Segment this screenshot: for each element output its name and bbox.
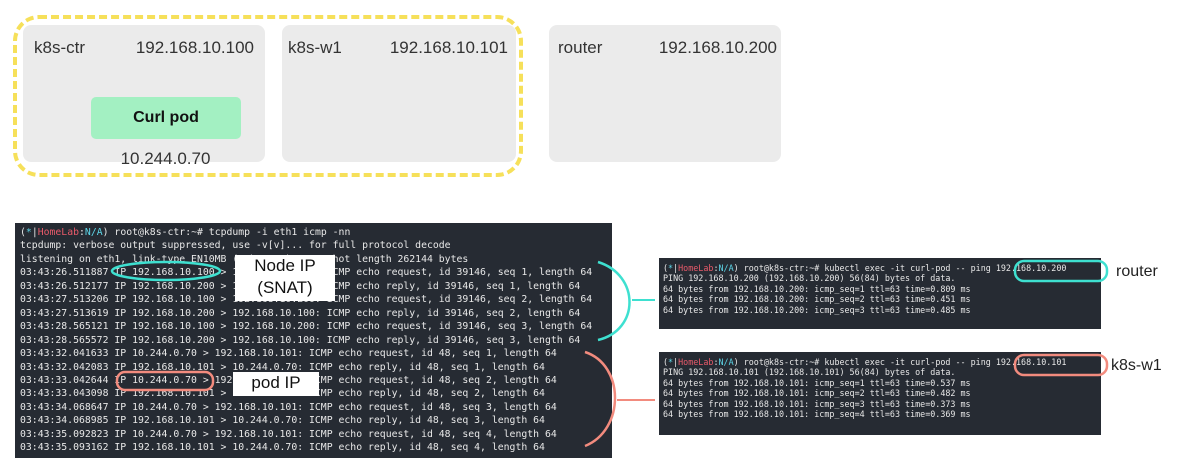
pod-label: Curl pod xyxy=(133,109,199,126)
prompt-namespace: N/A xyxy=(84,227,103,238)
w1-ping-terminal: (*|HomeLab:N/A) root@k8s-ctr:~# kubectl … xyxy=(659,352,1101,435)
terminal-line: 03:43:28.565121 IP 192.168.10.100 > 192.… xyxy=(20,321,593,333)
node-name: router xyxy=(558,38,603,57)
terminal-line: 03:43:35.093162 IP 192.168.10.101 > 10.2… xyxy=(20,442,545,454)
terminal-line: 03:43:32.041633 IP 10.244.0.70 > 192.168… xyxy=(20,348,557,360)
terminal-prompt: (*|HomeLab:N/A) root@k8s-ctr:~# tcpdump … xyxy=(20,227,351,238)
prompt-command: root@k8s-ctr:~# tcpdump -i eth1 icmp -nn xyxy=(114,227,351,238)
terminal-line: 64 bytes from 192.168.10.200: icmp_seq=2… xyxy=(663,294,971,305)
node-name: k8s-w1 xyxy=(288,38,342,57)
node-router: router 192.168.10.200 xyxy=(549,25,781,162)
pod-ip-callout: pod IP xyxy=(233,372,319,396)
prompt-context: HomeLab xyxy=(37,227,80,238)
terminal-line: 03:43:32.042083 IP 192.168.10.101 > 10.2… xyxy=(20,361,545,373)
terminal-prompt: (*|HomeLab:N/A) root@k8s-ctr:~# kubectl … xyxy=(663,263,1067,273)
node-ip: 192.168.10.200 xyxy=(658,38,777,57)
prompt-marker: * xyxy=(668,263,674,273)
curl-pod: Curl pod xyxy=(91,97,241,139)
cluster-boundary xyxy=(13,15,523,177)
pod-ip: 10.244.0.70 xyxy=(120,149,211,168)
terminal-line: 64 bytes from 192.168.10.101: icmp_seq=2… xyxy=(663,388,971,399)
prompt-command: root@k8s-ctr:~# kubectl exec -it curl-po… xyxy=(743,357,1067,367)
terminal-line: 03:43:34.068985 IP 192.168.10.101 > 10.2… xyxy=(20,415,545,427)
router-label: router xyxy=(1116,263,1158,280)
node-ip-snat-callout: Node IP (SNAT) xyxy=(235,255,335,301)
terminal-line: PING 192.168.10.200 (192.168.10.200) 56(… xyxy=(663,273,956,284)
snat-source-highlight xyxy=(110,260,222,282)
terminal-line: tcpdump: verbose output suppressed, use … xyxy=(20,240,451,252)
prompt-context: HomeLab xyxy=(678,357,714,367)
terminal-line: PING 192.168.10.101 (192.168.10.101) 56(… xyxy=(663,367,956,378)
w1-dest-highlight xyxy=(1013,353,1109,377)
node-k8s-w1: k8s-w1 192.168.10.101 xyxy=(282,25,516,162)
terminal-line: 64 bytes from 192.168.10.200: icmp_seq=3… xyxy=(663,304,971,315)
terminal-line: 03:43:35.092823 IP 10.244.0.70 > 192.168… xyxy=(20,428,557,440)
prompt-namespace: N/A xyxy=(718,357,734,367)
pod-brace xyxy=(584,350,617,448)
prompt-context: HomeLab xyxy=(678,263,714,273)
terminal-line: 03:43:28.565572 IP 192.168.10.200 > 192.… xyxy=(20,334,581,346)
prompt-marker: * xyxy=(668,357,674,367)
snat-brace xyxy=(597,260,631,342)
terminal-line: 64 bytes from 192.168.10.101: icmp_seq=3… xyxy=(663,398,971,409)
terminal-line: 64 bytes from 192.168.10.200: icmp_seq=1… xyxy=(663,283,971,294)
terminal-line: 03:43:34.068647 IP 10.244.0.70 > 192.168… xyxy=(20,401,557,413)
prompt-command: root@k8s-ctr:~# kubectl exec -it curl-po… xyxy=(743,263,1067,273)
terminal-line: 64 bytes from 192.168.10.101: icmp_seq=1… xyxy=(663,377,971,388)
terminal-line: 64 bytes from 192.168.10.101: icmp_seq=4… xyxy=(663,409,971,420)
prompt-marker: * xyxy=(25,227,32,238)
node-ip: 192.168.10.101 xyxy=(389,38,508,57)
router-ping-terminal: (*|HomeLab:N/A) root@k8s-ctr:~# kubectl … xyxy=(659,258,1101,329)
node-ip: 192.168.10.100 xyxy=(135,38,254,57)
prompt-namespace: N/A xyxy=(718,263,734,273)
node-k8s-ctr: k8s-ctr 192.168.10.100 Curl pod 10.244.0… xyxy=(23,25,265,168)
node-name: k8s-ctr xyxy=(34,38,85,57)
router-dest-highlight xyxy=(1013,259,1109,283)
terminal-line: 03:43:27.513619 IP 192.168.10.200 > 192.… xyxy=(20,307,581,319)
k8s-w1-label: k8s-w1 xyxy=(1111,357,1162,374)
pod-source-highlight xyxy=(115,370,215,392)
terminal-prompt: (*|HomeLab:N/A) root@k8s-ctr:~# kubectl … xyxy=(663,357,1067,367)
